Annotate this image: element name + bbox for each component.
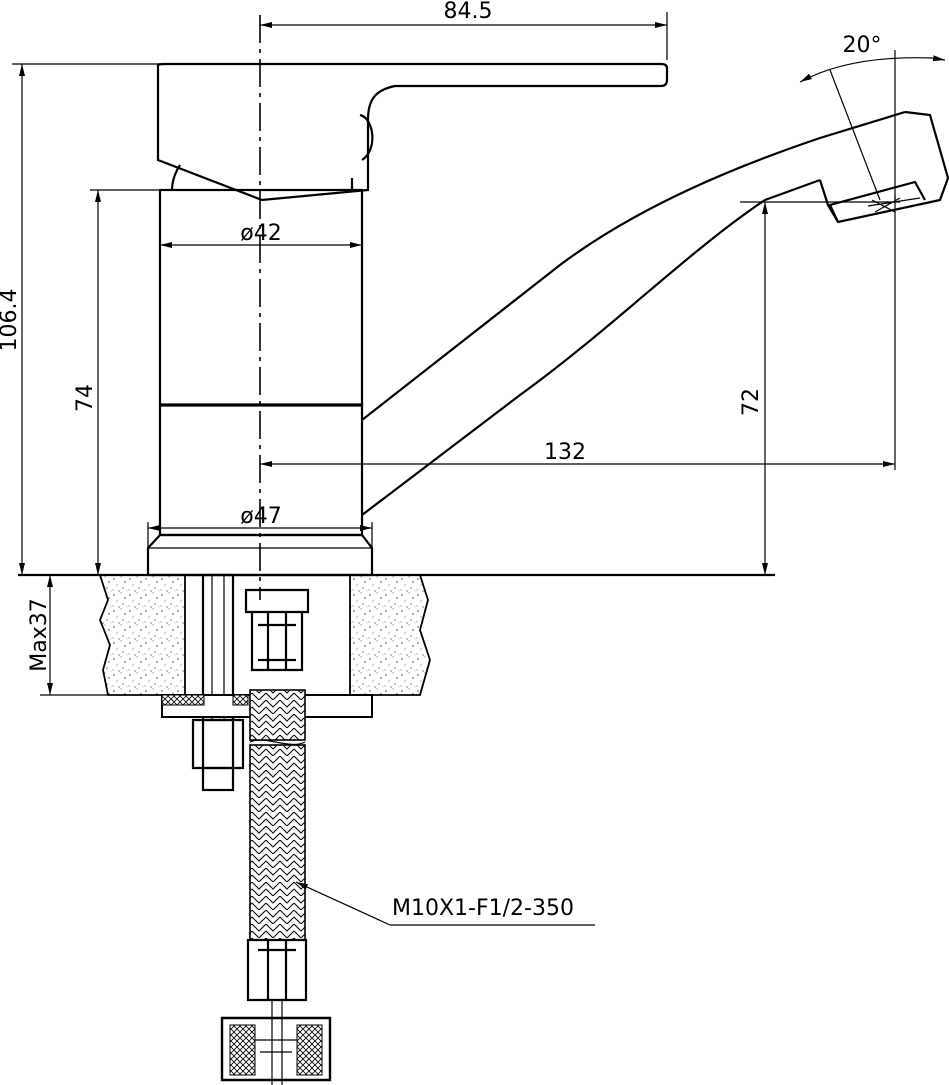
lever-handle <box>156 62 669 202</box>
handle-joint <box>359 113 374 161</box>
dim-mount-thickness-label: Max37 <box>27 598 52 671</box>
hose-callout-label: M10X1-F1/2-350 <box>392 896 574 921</box>
dim-handle-reach-label: 84.5 <box>444 0 493 24</box>
countertop-right-section <box>349 574 431 696</box>
hose-callout: M10X1-F1/2-350 <box>295 881 595 926</box>
dim-angle-arrow <box>931 55 946 62</box>
hose-nut-inner-left <box>229 1024 256 1076</box>
dim-base-diameter-label: ø47 <box>240 504 281 529</box>
hose-braid-upper <box>249 689 306 741</box>
dim-angle-arc <box>799 57 933 83</box>
dim-angle-label: 20° <box>843 33 882 58</box>
cartridge-dome <box>170 164 354 191</box>
faucet-body <box>146 62 669 577</box>
dim-body-diameter-label: ø42 <box>240 221 281 246</box>
aerator-housing <box>818 110 949 224</box>
hose-braid <box>249 744 306 941</box>
hose-leader-line <box>295 881 391 926</box>
hose-break-line <box>249 739 306 745</box>
washer-gasket-right <box>232 694 249 706</box>
aerator-tip <box>828 180 926 223</box>
flexible-hose <box>220 588 332 1085</box>
mounting-nut <box>191 718 245 770</box>
stud-end <box>201 766 235 792</box>
hose-nut-inner-right <box>296 1024 323 1076</box>
washer-gasket-left <box>161 694 205 706</box>
countertop <box>18 573 775 696</box>
spout-lower-edge <box>361 178 821 516</box>
dim-body-height-label: 74 <box>73 384 98 412</box>
dim-spout-height-label: 72 <box>739 388 764 416</box>
spout <box>361 110 949 516</box>
hose-upper-fitting <box>244 588 310 672</box>
angle-ref-line <box>829 69 881 201</box>
dimension-lines: 84.5 106.4 74 ø42 ø47 132 72 20° <box>0 0 946 696</box>
dim-total-height-label: 106.4 <box>0 289 22 352</box>
hose-nut-bore <box>255 1000 297 1085</box>
spout-upper-edge <box>361 110 906 421</box>
dim-spout-reach-label: 132 <box>544 440 586 465</box>
hose-lower-ferrule <box>246 938 308 1002</box>
countertop-left-section <box>98 574 186 696</box>
